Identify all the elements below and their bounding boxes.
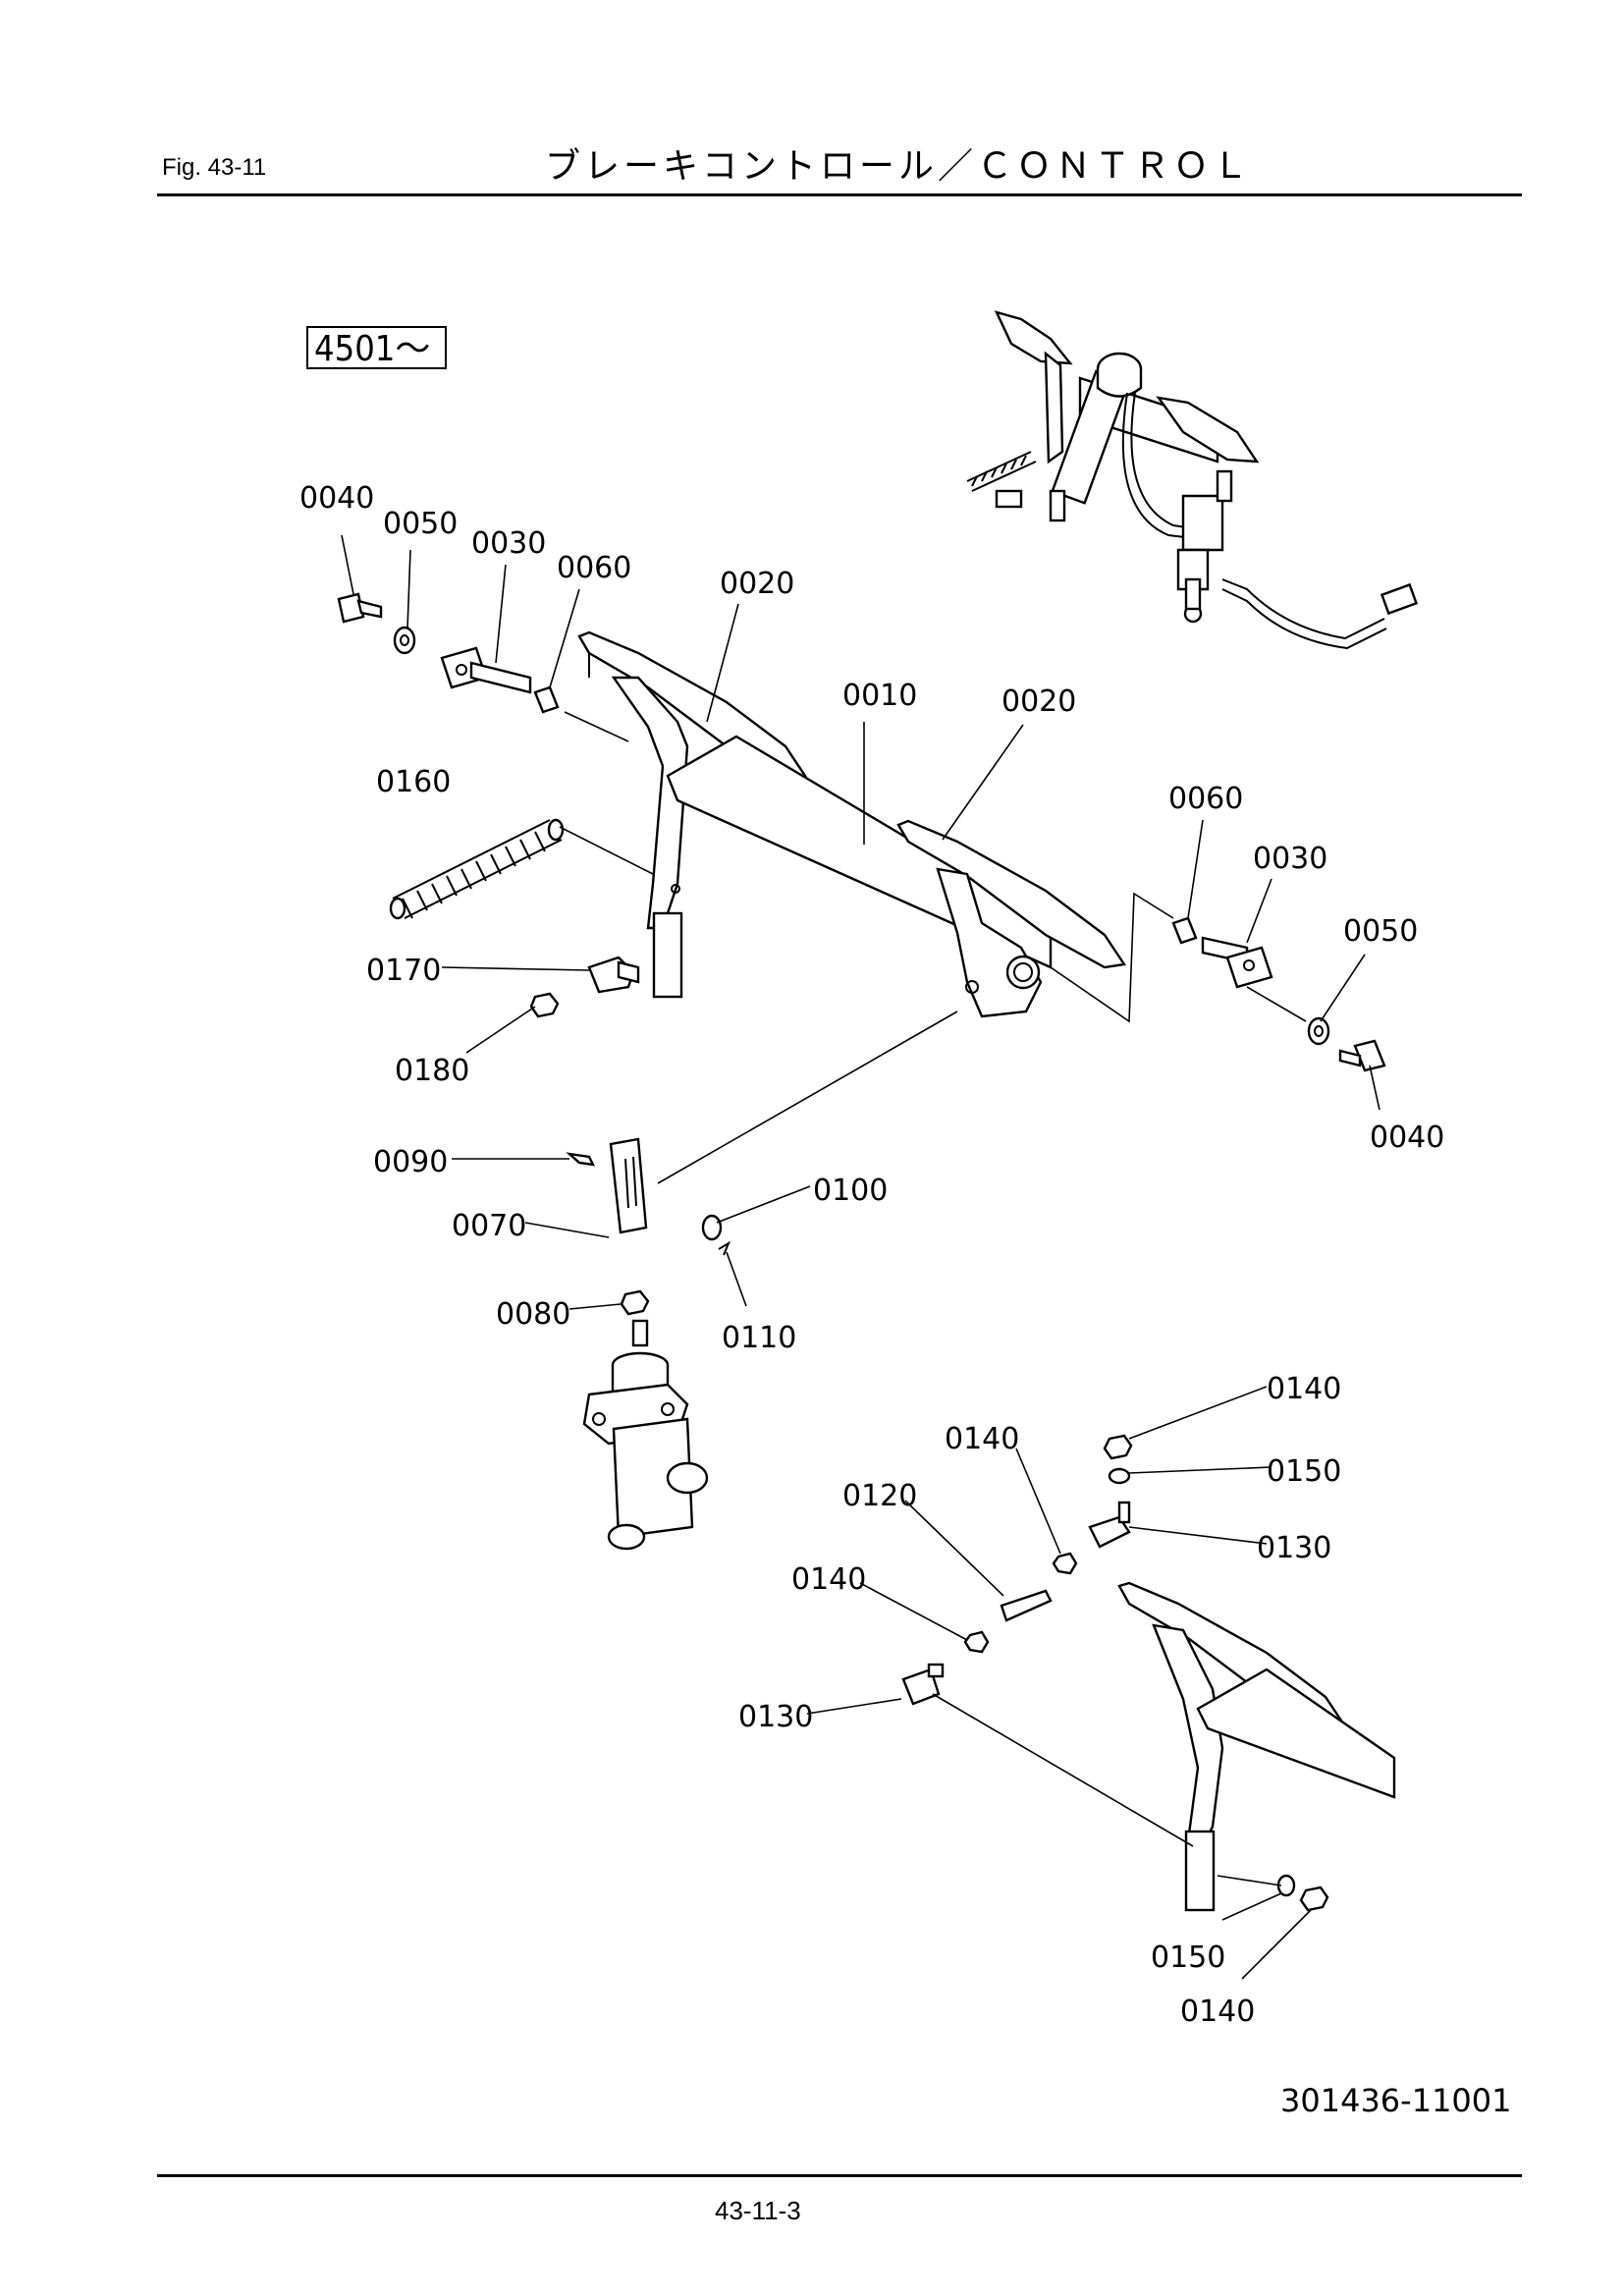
figure-number: Fig. 43-11	[162, 154, 267, 181]
brake-pedal-assembly	[577, 630, 1127, 1018]
header-rule	[157, 193, 1522, 196]
part-label-0170: 0170	[366, 954, 441, 988]
part-label-0140: 0140	[945, 1422, 1019, 1456]
part-number-labels: 0040 0050 0030 0060 0020 0010 0020 0160 …	[299, 481, 1444, 2029]
part-label-0120: 0120	[842, 1479, 917, 1513]
part-label-0150: 0150	[1267, 1454, 1341, 1489]
part-label-0070: 0070	[452, 1209, 526, 1243]
part-label-0060: 0060	[557, 551, 631, 585]
page-title: ブレーキコントロール／ＣＯＮＴＲＯＬ	[545, 146, 1253, 187]
part-label-0090: 0090	[373, 1145, 448, 1179]
part-label-0140: 0140	[791, 1562, 866, 1597]
part-label-0100: 0100	[813, 1174, 888, 1208]
left-hardware	[337, 592, 640, 1018]
drawing-code: 301436-11001	[1280, 2082, 1512, 2119]
part-label-0060: 0060	[1168, 782, 1243, 816]
right-hardware	[1171, 916, 1386, 1072]
part-label-0110: 0110	[722, 1321, 796, 1355]
part-label-0050: 0050	[383, 507, 458, 541]
part-label-0020: 0020	[720, 567, 794, 601]
part-label-0040: 0040	[299, 481, 374, 516]
part-label-0080: 0080	[496, 1297, 570, 1332]
part-label-0180: 0180	[395, 1054, 469, 1088]
part-label-0050: 0050	[1343, 914, 1418, 949]
part-label-0140: 0140	[1267, 1372, 1341, 1406]
part-label-0020: 0020	[1001, 684, 1076, 719]
footer-rule	[157, 2174, 1522, 2177]
page-number: 43-11-3	[715, 2196, 801, 2225]
assembly-inset-view	[966, 310, 1419, 650]
part-label-0030: 0030	[1253, 842, 1327, 876]
part-label-0160: 0160	[376, 765, 451, 799]
part-label-0150: 0150	[1151, 1941, 1225, 1975]
master-cylinder-assembly	[566, 1137, 731, 1551]
part-label-0130: 0130	[1257, 1531, 1331, 1565]
leader-lines	[341, 534, 1380, 1980]
part-label-0010: 0010	[842, 679, 917, 713]
serial-range-box: 4501〜	[306, 326, 447, 369]
part-label-0030: 0030	[471, 526, 546, 561]
part-label-0040: 0040	[1370, 1121, 1444, 1155]
linkage-assembly	[901, 1434, 1396, 1912]
part-label-0140: 0140	[1180, 1995, 1255, 2029]
part-label-0130: 0130	[738, 1700, 813, 1734]
